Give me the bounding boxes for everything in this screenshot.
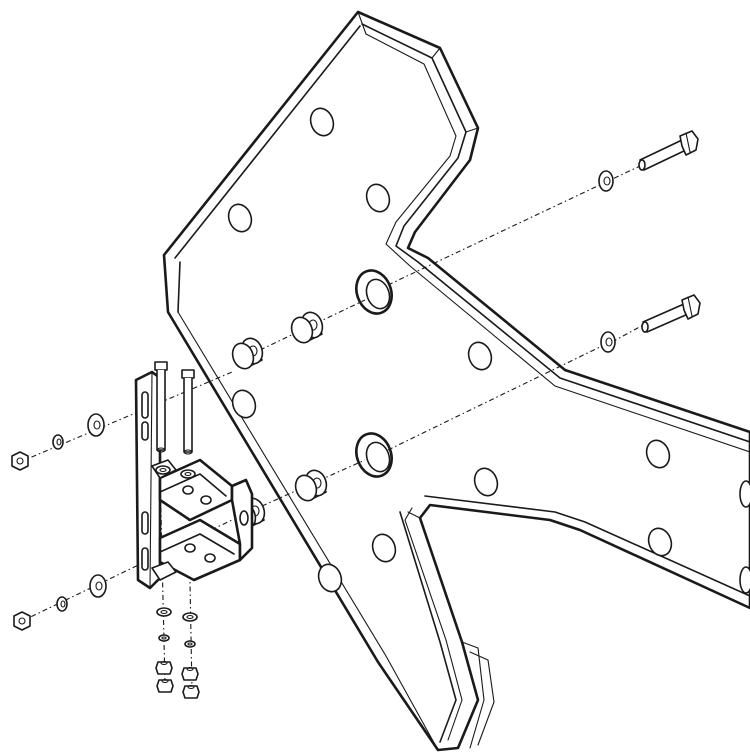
hex-nut-bottom-left-upper [155,660,173,675]
hex-nut-bottom-left-lower [156,678,174,693]
panel-holes [227,107,750,594]
flat-washer-lower-right [600,331,616,353]
lock-washer-bottom-left [158,634,170,642]
hex-bolt-upper [638,130,699,171]
spacer-upper-outer [231,337,264,370]
carriage-bolt-left [154,361,168,453]
hex-nut-left-lower [13,611,31,631]
lock-washer-left-upper [52,434,64,450]
flat-washer-upper-right-vertical [180,469,196,479]
flat-washer-bottom-right [182,612,198,622]
panel-mounting-holes [355,269,393,478]
flat-washer-bottom-left [156,607,172,617]
lock-washer-left-lower [56,596,68,612]
flat-washer-upper-right [598,170,614,192]
flat-washer-left-upper [87,413,105,437]
spacer-upper-inner [290,311,324,344]
hex-nut-left-upper [11,451,29,471]
hex-nut-bottom-right-upper [181,666,199,681]
flat-washer-left-lower [89,574,107,598]
lock-washer-bottom-right [184,640,196,648]
hex-nut-bottom-right-lower [182,684,200,699]
hex-bolt-lower [641,294,701,333]
arrow-sign-panel [162,10,750,752]
spacer-lower-inner [294,469,328,502]
carriage-bolt-right [181,369,195,455]
flat-washer-upper-left-vertical [155,465,171,475]
